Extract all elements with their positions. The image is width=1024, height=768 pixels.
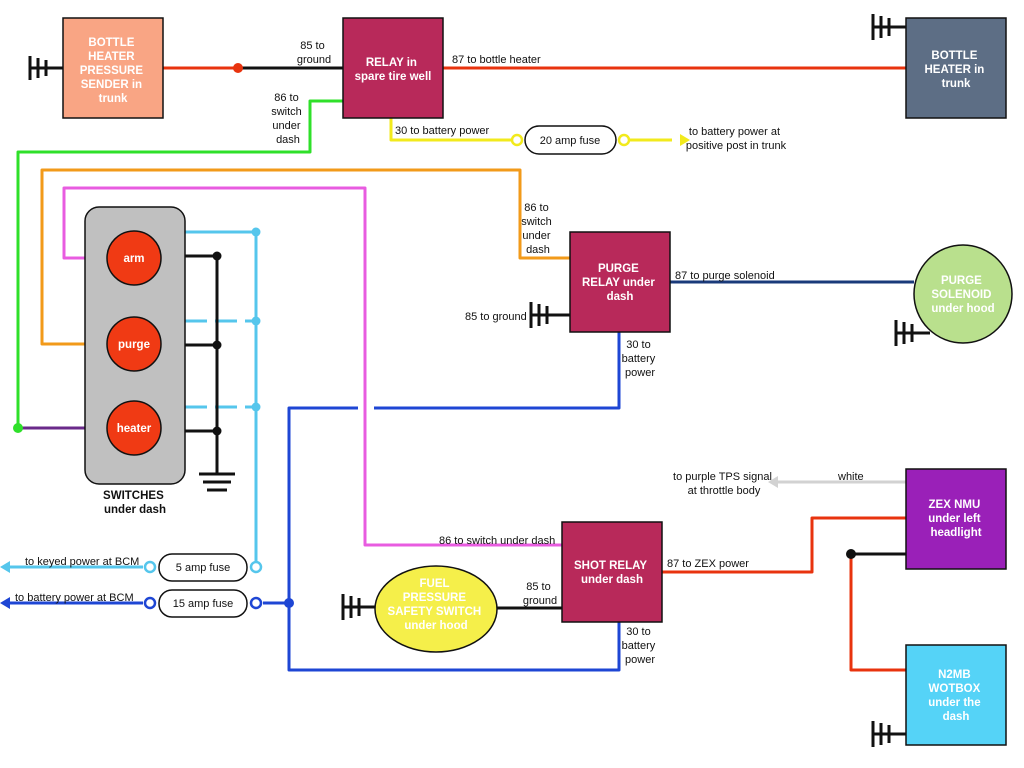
fuse-20-amp: 20 amp fuse	[510, 125, 631, 155]
ground-icon	[871, 721, 906, 747]
junction-dot	[251, 316, 261, 326]
junction-dot	[251, 402, 261, 412]
arrows	[0, 134, 778, 609]
label-white: white	[837, 471, 864, 483]
junction-dot	[251, 227, 261, 237]
svg-text:PURGE SOLENOID und: PURGE SOLENOID under hood	[931, 275, 994, 315]
fuel-pressure-safety-switch: FUEL PRESSURE SAFETY SWITCH under hood	[374, 565, 498, 653]
fuse-5-amp: 5 amp fuse	[143, 553, 263, 582]
ground-icon	[28, 56, 63, 80]
orange-wire-86	[40, 168, 570, 346]
svg-text:SHOT RELAY under dash: SHOT RELAY under dash	[574, 560, 650, 586]
blue-wire-battery-bus	[287, 406, 621, 672]
svg-text:FUEL PRESSURE SAFE: FUEL PRESSURE SAFETY SWITCH under hood	[388, 578, 485, 632]
purge-relay: PURGE RELAY under dash	[569, 231, 671, 333]
svg-text:PURGE RELAY under: PURGE RELAY under dash	[582, 263, 658, 303]
arrow-right-icon	[680, 134, 690, 146]
junction-dot	[212, 340, 222, 350]
magenta-wire-86	[62, 186, 562, 547]
switch-purge[interactable]: purge	[106, 316, 162, 372]
label-shot-30: 30 to battery power	[622, 626, 659, 666]
red-wire-n2mb	[849, 554, 906, 672]
label-spare-30: 30 to battery power	[395, 125, 490, 137]
relay-spare-tire-well: RELAY in spare tire well	[342, 17, 444, 119]
junction-dot	[284, 598, 294, 608]
wire-labels: 85 to ground 87 to bottle heater 86 to s…	[15, 40, 864, 666]
fuse-20-label: 20 amp fuse	[540, 135, 601, 147]
yellow-wire-30	[389, 118, 517, 142]
label-purge-85: 85 to ground	[465, 311, 527, 323]
ground-icon	[341, 594, 376, 620]
bottle-heater: BOTTLE HEATER in trunk	[905, 17, 1007, 119]
fuse-15-label: 15 amp fuse	[173, 598, 234, 610]
label-shot-86: 86 to switch under dash	[439, 535, 555, 547]
ground-icon	[894, 320, 930, 346]
junction-dot	[212, 426, 222, 436]
label-keyed-bcm: to keyed power at BCM	[25, 556, 139, 568]
label-purge-30: 30 to battery power	[622, 339, 659, 379]
switch-panel: arm purge heater SWITCHES under dash	[84, 206, 186, 516]
grounds	[28, 14, 930, 747]
ground-icon	[529, 302, 549, 328]
junction-dot	[13, 423, 23, 433]
label-purge-86: 86 to switch under dash	[521, 202, 555, 256]
green-wire-86	[16, 99, 343, 428]
wires	[10, 66, 914, 672]
black-wire-switch-ground	[185, 254, 219, 474]
junction-dot	[212, 251, 222, 261]
switch-heater[interactable]: heater	[106, 400, 162, 456]
fuse-5-label: 5 amp fuse	[176, 562, 230, 574]
switch-arm[interactable]: arm	[106, 230, 162, 286]
switch-arm-label: arm	[123, 253, 144, 265]
label-spare-87: 87 to bottle heater	[452, 54, 541, 66]
svg-text:BOTTLE HEATER PRES: BOTTLE HEATER PRESSURE SENDER in trunk	[80, 37, 146, 105]
shot-relay: SHOT RELAY under dash	[561, 521, 663, 623]
junction-dot	[233, 63, 243, 73]
zex-nmu: ZEX NMU under left headlight	[905, 468, 1007, 570]
fuse-15-amp: 15 amp fuse	[143, 589, 263, 618]
arrow-left-icon	[0, 597, 10, 609]
label-spare-86: 86 to switch under dash	[271, 92, 305, 146]
svg-text:N2MB WOTBOX under: N2MB WOTBOX under the dash	[928, 669, 984, 723]
label-purge-87: 87 to purge solenoid	[675, 270, 775, 282]
label-shot-85: 85 to ground	[523, 581, 557, 607]
red-wire-87-zex	[662, 516, 906, 574]
n2mb-wotbox: N2MB WOTBOX under the dash	[905, 644, 1007, 746]
junction-dot	[846, 549, 856, 559]
label-spare-85: 85 to ground	[297, 40, 331, 66]
blue-wire-purge-30	[374, 332, 621, 410]
label-tps: to purple TPS signal at throttle body	[673, 471, 775, 497]
bottle-heater-pressure-sender: BOTTLE HEATER PRESSURE SENDER in trunk	[62, 17, 164, 119]
svg-text:BOTTLE HEATER in t: BOTTLE HEATER in trunk	[924, 50, 987, 90]
switch-purge-label: purge	[118, 339, 150, 351]
svg-text:ZEX NMU under left: ZEX NMU under left headlight	[928, 499, 984, 539]
ground-icon	[871, 14, 906, 40]
switches-caption: SWITCHES under dash	[103, 490, 167, 516]
arrow-left-icon	[0, 561, 10, 573]
switch-heater-label: heater	[117, 423, 152, 435]
junctions	[13, 63, 856, 608]
svg-text:RELAY in spare tire well: RELAY in spare tire well	[355, 57, 432, 83]
arrow-left-icon	[768, 476, 778, 488]
label-battery-trunk: to battery power at positive post in tru…	[686, 126, 787, 152]
label-battery-bcm: to battery power at BCM	[15, 592, 134, 604]
purge-solenoid: PURGE SOLENOID under hood	[913, 244, 1013, 344]
label-shot-87: 87 to ZEX power	[667, 558, 749, 570]
ground-icon	[199, 472, 235, 492]
